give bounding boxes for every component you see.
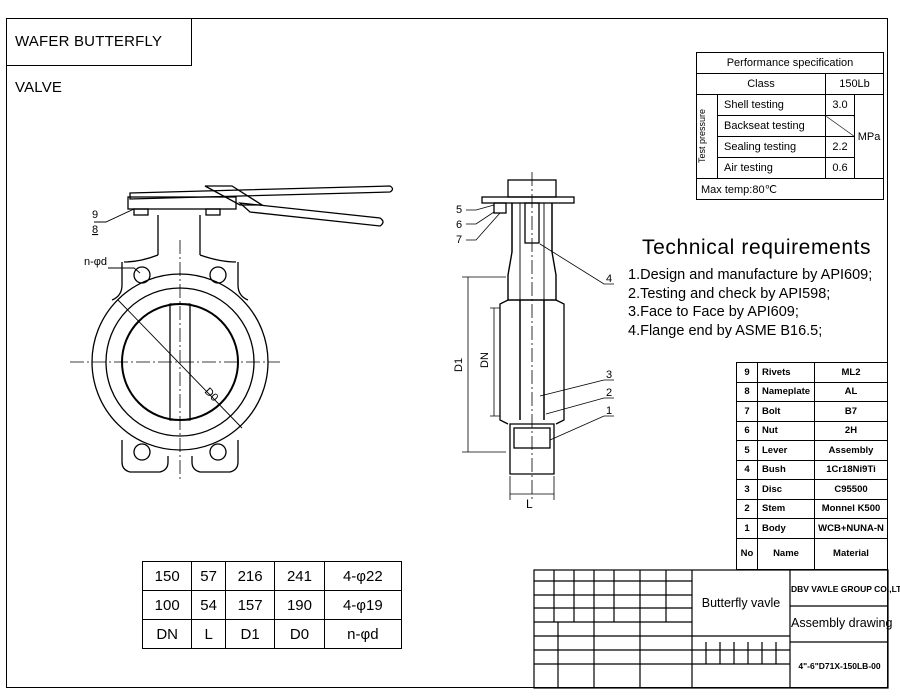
side-callout-1: 1 xyxy=(606,405,612,417)
dims-cell: 54 xyxy=(191,590,226,620)
side-callout-6: 6 xyxy=(456,219,462,231)
callout-9: 9 xyxy=(92,209,98,221)
side-lower-hub xyxy=(509,423,555,475)
tb-company: DBV VAVLE GROUP CO.,LTD xyxy=(791,584,900,594)
parts-header-no: No xyxy=(736,537,758,570)
tb-drawing-type: Assembly drawing xyxy=(791,616,893,630)
parts-header-material: Material xyxy=(814,537,888,570)
front-view xyxy=(70,185,394,480)
perf-row-name: Backseat testing xyxy=(717,115,826,137)
dims-cell: D1 xyxy=(224,619,276,649)
drawing-title: WAFER BUTTERFLY VALVE xyxy=(6,18,192,96)
tech-line: 4.Flange end by ASME B16.5; xyxy=(628,322,823,339)
perf-header: Performance specification xyxy=(696,52,884,74)
dims-cell: 100 xyxy=(141,590,193,620)
dims-cell: 241 xyxy=(274,561,325,591)
dims-cell: 157 xyxy=(224,590,276,620)
performance-table: Performance specification Class 150Lb Te… xyxy=(696,52,884,200)
side-callout-3: 3 xyxy=(606,369,612,381)
lever-link xyxy=(204,185,265,206)
perf-class-value: 150Lb xyxy=(825,73,884,95)
side-callout-7: 7 xyxy=(456,234,462,246)
perf-max-temp: Max temp:80℃ xyxy=(696,178,884,200)
rivet-left xyxy=(133,208,149,216)
dims-cell: D0 xyxy=(274,619,325,649)
side-view xyxy=(462,172,614,500)
side-callout-2: 2 xyxy=(606,387,612,399)
tech-line: 3.Face to Face by API609; xyxy=(628,304,799,320)
dims-cell: 150 xyxy=(141,561,193,591)
drawing-frame xyxy=(6,18,888,688)
tb-product: Butterfly vavle xyxy=(701,596,781,610)
bolt-hole-bl xyxy=(133,443,151,461)
perf-row-value: 2.2 xyxy=(825,136,855,158)
lever-bar xyxy=(129,185,394,200)
tech-line: 1.Design and manufacture by API609; xyxy=(628,267,873,283)
dims-cell: 57 xyxy=(191,561,226,591)
side-callout-4: 4 xyxy=(606,273,612,285)
tech-heading: Technical requirements xyxy=(642,236,872,259)
dim-d1: D1 xyxy=(453,358,465,372)
technical-requirements: Technical requirements 1.Design and manu… xyxy=(628,236,890,340)
bolt-hole-br xyxy=(209,443,227,461)
callout-nd: n-φd xyxy=(84,256,107,268)
top-plate xyxy=(127,196,237,210)
callout-8: 8 xyxy=(92,224,98,236)
lever-grip xyxy=(238,202,384,227)
dim-l: L xyxy=(526,497,533,511)
perf-unit: MPa xyxy=(854,94,884,179)
side-callout-5: 5 xyxy=(456,204,462,216)
dim-dn: DN xyxy=(479,352,491,368)
dims-cell: n-φd xyxy=(323,619,403,649)
parts-header-name: Name xyxy=(757,537,815,570)
rivet-right xyxy=(205,208,221,216)
dims-cell: DN xyxy=(141,619,193,649)
dims-cell: 216 xyxy=(224,561,276,591)
tb-drawing-no: 4"-6"D71X-150LB-00 xyxy=(798,661,881,671)
tech-line: 2.Testing and check by API598; xyxy=(628,285,831,302)
